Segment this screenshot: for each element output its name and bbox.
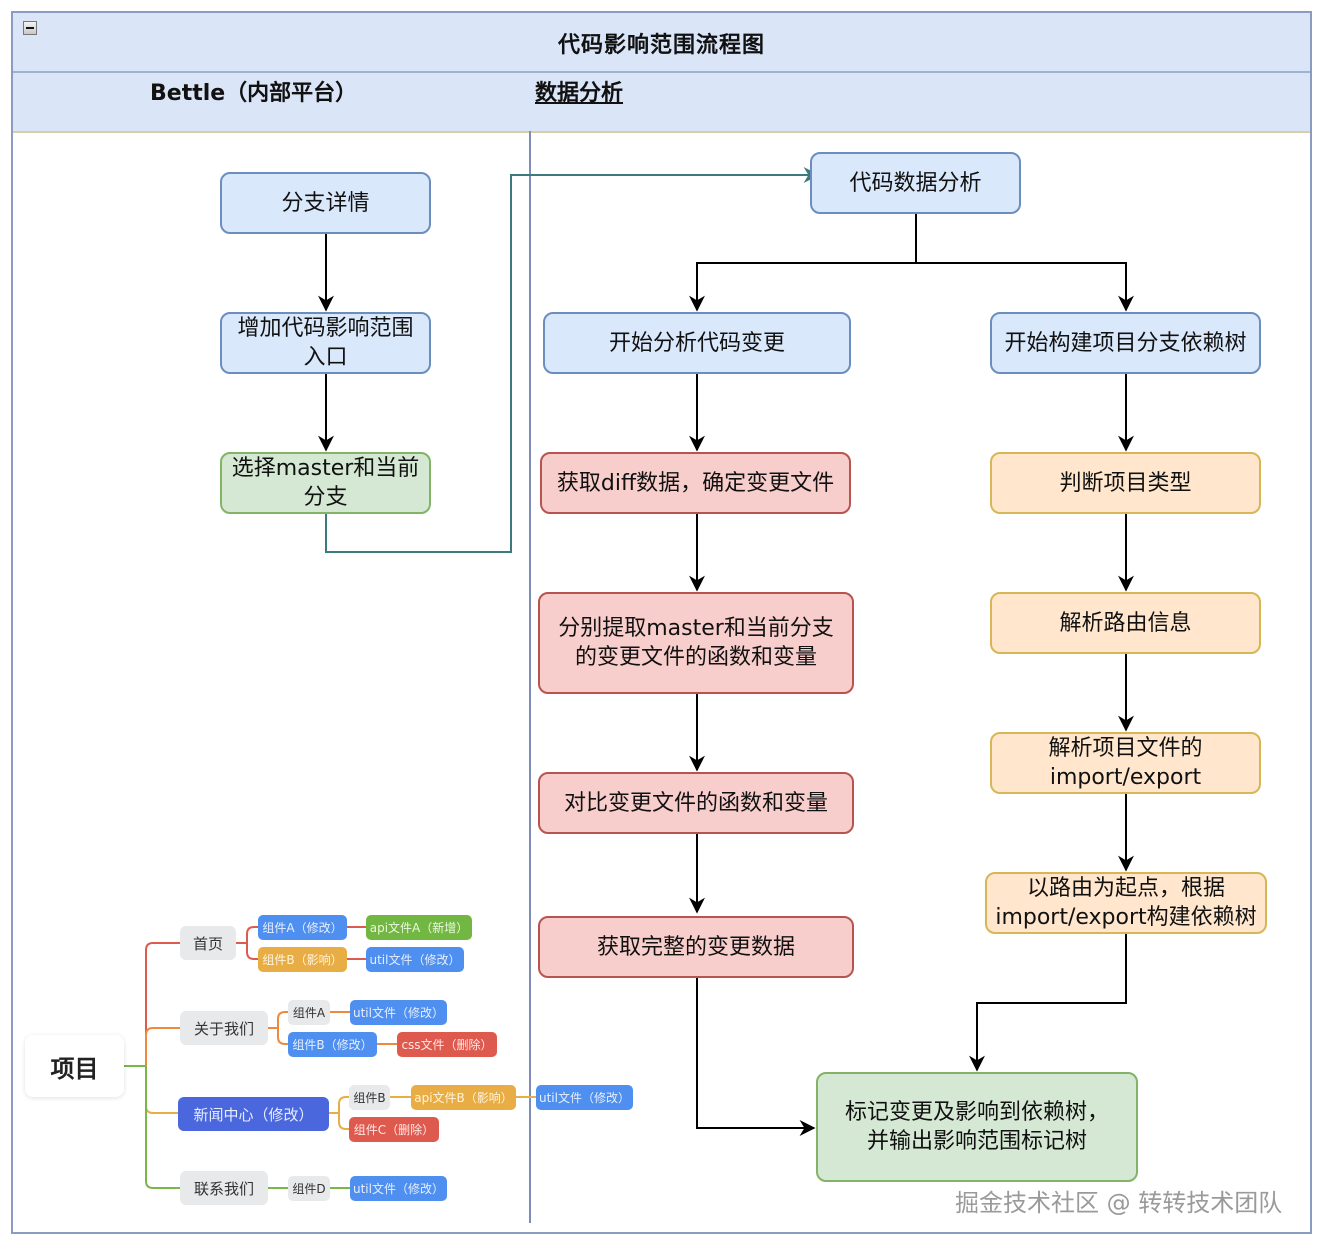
- mindmap-news-comp-b: 组件B: [349, 1085, 390, 1110]
- node-full-change[interactable]: 获取完整的变更数据: [538, 916, 854, 978]
- node-select-branch[interactable]: 选择master和当前 分支: [220, 452, 431, 514]
- mindmap-home-api-a: api文件A（新增）: [366, 915, 472, 940]
- node-parse-import[interactable]: 解析项目文件的 import/export: [990, 732, 1261, 794]
- mindmap-home-comp-b: 组件B（影响）: [258, 947, 347, 972]
- mindmap-news: 新闻中心（修改）: [178, 1097, 329, 1131]
- node-mark-output[interactable]: 标记变更及影响到依赖树， 并输出影响范围标记树: [816, 1072, 1138, 1182]
- watermark: 掘金技术社区 @ 转转技术团队: [955, 1189, 1283, 1217]
- node-judge-type[interactable]: 判断项目类型: [990, 452, 1261, 514]
- mindmap-about-comp-a: 组件A: [288, 1000, 330, 1025]
- mindmap-about-comp-b: 组件B（修改）: [288, 1032, 377, 1057]
- mindmap-home-comp-a: 组件A（修改）: [258, 915, 347, 940]
- mindmap-home: 首页: [180, 926, 236, 960]
- node-branch-detail[interactable]: 分支详情: [220, 172, 431, 234]
- pool-header: 代码影响范围流程图: [13, 13, 1310, 73]
- lane-title-data-analysis[interactable]: 数据分析: [535, 81, 624, 106]
- minus-square-icon[interactable]: [23, 21, 37, 35]
- node-code-analysis[interactable]: 代码数据分析: [810, 152, 1021, 214]
- node-parse-route[interactable]: 解析路由信息: [990, 592, 1261, 654]
- node-get-diff[interactable]: 获取diff数据，确定变更文件: [540, 452, 851, 514]
- node-build-tree[interactable]: 以路由为起点，根据 import/export构建依赖树: [985, 872, 1267, 934]
- mindmap-news-api-b: api文件B（影响）: [411, 1085, 516, 1110]
- node-start-change[interactable]: 开始分析代码变更: [543, 312, 851, 374]
- mindmap-contact-comp-d: 组件D: [288, 1176, 330, 1201]
- lane-title-bettle: Bettle（内部平台）: [150, 81, 358, 106]
- node-extract[interactable]: 分别提取master和当前分支 的变更文件的函数和变量: [538, 592, 854, 694]
- mindmap-about: 关于我们: [180, 1011, 268, 1045]
- mindmap-about-css: css文件（删除）: [397, 1032, 497, 1057]
- mindmap-news-util: util文件（修改）: [536, 1085, 633, 1110]
- node-add-entry[interactable]: 增加代码影响范围 入口: [220, 312, 431, 374]
- mindmap-contact: 联系我们: [180, 1171, 268, 1205]
- mindmap-news-comp-c: 组件C（删除）: [349, 1117, 439, 1142]
- lane-divider: [529, 131, 531, 1223]
- node-compare[interactable]: 对比变更文件的函数和变量: [538, 772, 854, 834]
- lane-header: [13, 73, 1310, 133]
- node-start-tree[interactable]: 开始构建项目分支依赖树: [990, 312, 1261, 374]
- pool-title: 代码影响范围流程图: [557, 33, 765, 58]
- mindmap-about-util: util文件（修改）: [350, 1000, 447, 1025]
- mindmap-root: 项目: [25, 1035, 124, 1097]
- mindmap-home-util: util文件（修改）: [366, 947, 464, 972]
- mindmap-contact-util: util文件（修改）: [350, 1176, 447, 1201]
